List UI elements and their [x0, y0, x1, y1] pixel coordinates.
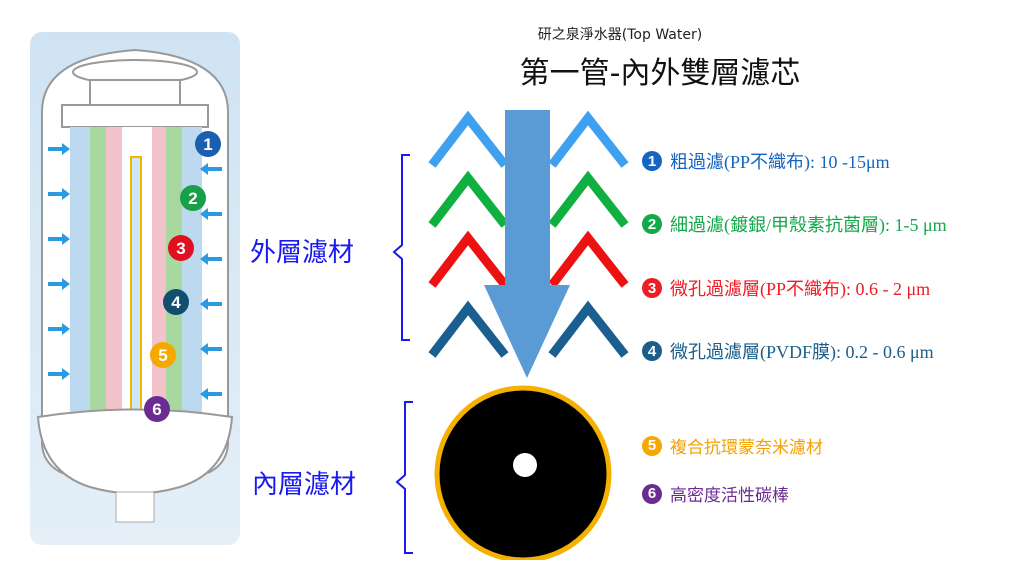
- outer-layer-label: 外層濾材: [250, 238, 355, 268]
- layer-text: 複合抗環蒙奈米濾材: [670, 438, 823, 458]
- svg-text:4: 4: [171, 293, 181, 312]
- number-badge: 1: [642, 151, 662, 171]
- chevron-layer-1: [428, 110, 629, 168]
- svg-text:6: 6: [152, 400, 161, 419]
- number-badge: 4: [642, 341, 662, 361]
- layer-item-6: 6 高密度活性碳棒: [642, 481, 789, 506]
- layer-text: 高密度活性碳棒: [670, 486, 789, 506]
- layer-item-5: 5 複合抗環蒙奈米濾材: [642, 433, 823, 458]
- svg-text:3: 3: [176, 239, 185, 258]
- layer-text: 微孔過濾層(PP不織布): 0.6 - 2 μm: [670, 279, 931, 299]
- svg-text:5: 5: [158, 346, 167, 365]
- layer-item-3: 3 微孔過濾層(PP不織布): 0.6 - 2 μm: [642, 275, 930, 301]
- svg-text:2: 2: [188, 189, 197, 208]
- layer-item-1: 1 粗過濾(PP不織布): 10 -15μm: [642, 148, 890, 174]
- subtitle: 研之泉淨水器(Top Water): [537, 27, 703, 43]
- chevron-layer-2: [428, 170, 629, 228]
- number-badge: 2: [642, 214, 662, 234]
- number-badge: 5: [642, 435, 662, 456]
- flow-arrow: [484, 110, 570, 378]
- chevron-layer-4: [428, 300, 629, 358]
- filter-illustration: 1 2 3 4 5 6: [30, 32, 240, 545]
- outer-brace: [392, 154, 410, 341]
- layer-text: 微孔過濾層(PVDF膜): 0.2 - 0.6 μm: [670, 342, 934, 362]
- number-badge: 3: [642, 278, 662, 298]
- chevron-layer-3: [428, 230, 629, 288]
- svg-text:1: 1: [203, 135, 212, 154]
- flow-diagram: [392, 110, 629, 560]
- layer-text: 細過濾(鍍銀/甲殼素抗菌層): 1-5 μm: [670, 215, 947, 235]
- layer-item-2: 2 細過濾(鍍銀/甲殼素抗菌層): 1-5 μm: [642, 211, 947, 237]
- layer-text: 粗過濾(PP不織布): 10 -15μm: [670, 152, 890, 172]
- core-hole: [513, 453, 537, 477]
- layer-item-4: 4 微孔過濾層(PVDF膜): 0.2 - 0.6 μm: [642, 338, 934, 364]
- number-badge: 6: [642, 483, 662, 504]
- inner-brace: [395, 401, 413, 554]
- inner-layer-label: 內層濾材: [252, 470, 357, 500]
- page-title: 第一管-內外雙層濾芯: [519, 56, 801, 91]
